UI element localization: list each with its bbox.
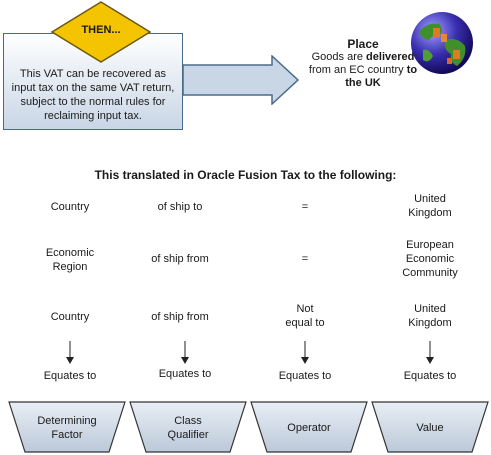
equates-to-label: Equates to — [43, 370, 97, 382]
value-shape — [371, 401, 489, 453]
row3-qualifier: of ship from — [151, 311, 209, 323]
determining-factor-shape — [8, 401, 126, 453]
then-badge-label: THEN... — [81, 24, 121, 36]
place-line-1: Goods are delivered — [311, 51, 415, 63]
row1-qualifier: of ship to — [157, 201, 203, 213]
place-line-2: from an EC country to — [308, 64, 418, 76]
row3-factor: Country — [50, 311, 90, 323]
operator-label: Operator — [287, 422, 331, 434]
row1-factor: Country — [50, 201, 90, 213]
translation-heading: This translated in Oracle Fusion Tax to … — [94, 168, 397, 182]
place-title: Place — [347, 37, 379, 51]
place-line-3: the UK — [345, 77, 381, 89]
row1-operator: = — [301, 201, 309, 213]
vat-description-text: This VAT can be recovered as input tax o… — [11, 68, 175, 122]
then-badge — [50, 1, 152, 63]
class-qualifier-shape — [129, 401, 247, 453]
row2-qualifier: of ship from — [151, 253, 209, 265]
column-shapes — [8, 401, 489, 453]
down-arrow-icon — [426, 341, 434, 364]
globe-icon — [411, 12, 473, 74]
right-arrow-icon — [182, 55, 300, 105]
value-label: Value — [416, 422, 444, 434]
equates-to-label: Equates to — [278, 370, 332, 382]
operator-shape — [250, 401, 368, 453]
place-text: Place Goods are delivered from an EC cou… — [296, 38, 430, 90]
down-arrow-icon — [301, 341, 309, 364]
down-arrow-icon — [181, 341, 189, 364]
equates-to-label: Equates to — [403, 370, 457, 382]
down-arrow-icon — [66, 341, 74, 364]
row2-operator: = — [301, 253, 309, 265]
equates-to-label: Equates to — [158, 368, 212, 380]
